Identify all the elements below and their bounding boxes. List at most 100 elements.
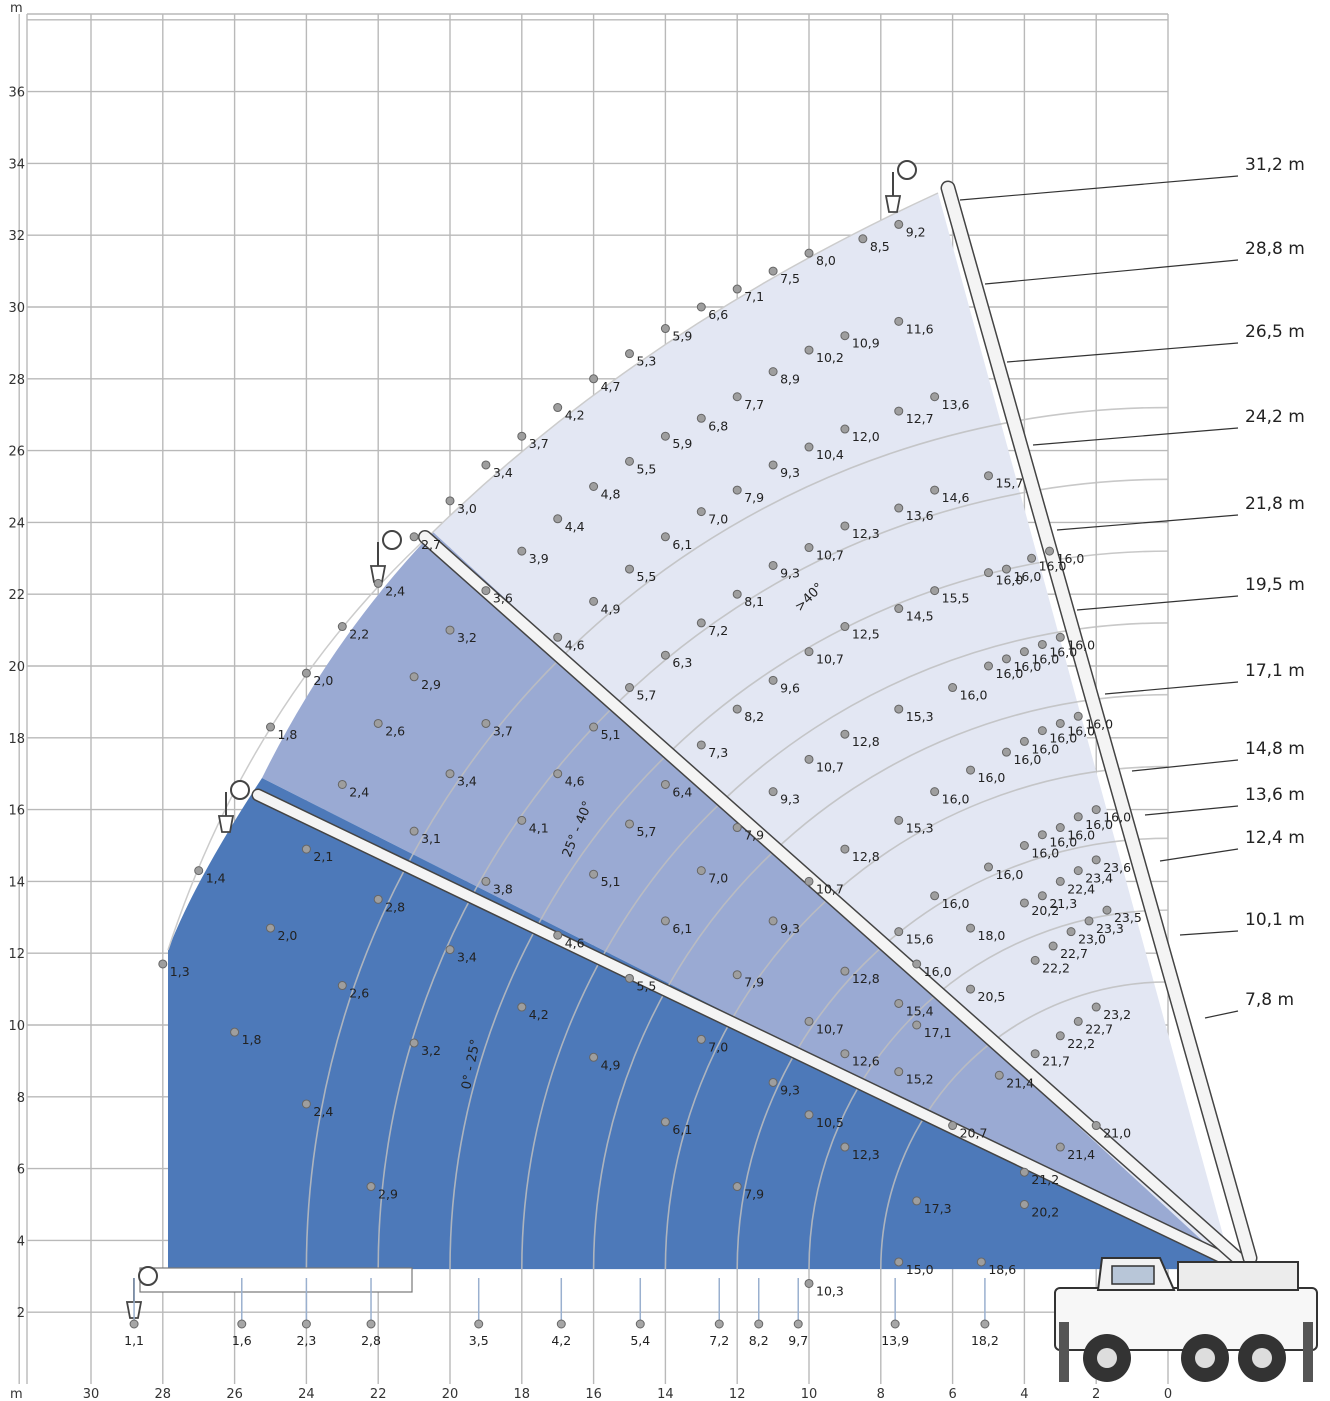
capacity-point — [912, 1020, 922, 1030]
capacity-point — [732, 970, 742, 980]
y-tick-label: 10 — [8, 1019, 25, 1034]
capacity-label: 8,1 — [744, 594, 764, 609]
capacity-label: 4,1 — [529, 820, 549, 835]
x-unit-label: m — [10, 1387, 23, 1401]
ground-capacity-label: 2,3 — [296, 1333, 316, 1348]
capacity-label: 15,4 — [906, 1003, 934, 1018]
capacity-point — [553, 769, 563, 779]
capacity-label: 23,2 — [1103, 1007, 1131, 1022]
capacity-label: 5,1 — [601, 727, 621, 742]
ground-capacity-label: 1,1 — [124, 1333, 144, 1348]
capacity-point — [1037, 639, 1047, 649]
ground-capacity-point — [714, 1319, 724, 1329]
boom-length-leader — [959, 175, 1239, 201]
radius-arc — [880, 981, 1169, 1270]
capacity-point — [1102, 905, 1112, 915]
capacity-label: 17,1 — [924, 1025, 952, 1040]
capacity-point — [301, 1099, 311, 1109]
capacity-point — [696, 507, 706, 517]
ground-capacity-point — [237, 1319, 247, 1329]
capacity-label: 8,5 — [870, 239, 890, 254]
capacity-point — [804, 1016, 814, 1026]
capacity-point — [589, 374, 599, 384]
capacity-point — [1073, 711, 1083, 721]
capacity-label: 21,3 — [1049, 896, 1077, 911]
boom-head — [897, 160, 917, 180]
capacity-label: 2,2 — [349, 627, 369, 642]
capacity-label: 16,0 — [1049, 644, 1077, 659]
capacity-point — [768, 916, 778, 926]
capacity-point — [1066, 927, 1076, 937]
capacity-label: 2,6 — [385, 723, 405, 738]
capacity-label: 2,9 — [421, 677, 441, 692]
capacity-point — [625, 819, 634, 829]
capacity-label: 20,7 — [960, 1126, 988, 1141]
y-tick-label: 36 — [8, 86, 25, 101]
y-tick-label: 4 — [17, 1234, 25, 1249]
capacity-label: 4,9 — [601, 1057, 621, 1072]
boom-length-label: 21,8 m — [1245, 494, 1305, 514]
capacity-label: 7,5 — [780, 271, 800, 286]
capacity-label: 21,4 — [1067, 1147, 1095, 1162]
capacity-point — [894, 604, 904, 614]
capacity-label: 10,2 — [816, 350, 844, 365]
capacity-label: 3,8 — [493, 881, 513, 896]
capacity-label: 3,0 — [457, 501, 477, 516]
x-tick-label: 4 — [1020, 1387, 1028, 1401]
x-tick-label: 14 — [657, 1387, 674, 1401]
capacity-label: 23,3 — [1096, 921, 1124, 936]
capacity-label: 12,3 — [852, 526, 880, 541]
capacity-label: 16,0 — [1013, 752, 1041, 767]
capacity-label: 16,0 — [1013, 569, 1041, 584]
capacity-label: 10,5 — [816, 1115, 844, 1130]
radius-arc — [592, 693, 1169, 1270]
range-area-0-25 — [168, 778, 1232, 1270]
capacity-points: 9,28,58,07,57,16,65,95,34,74,23,73,43,02… — [158, 219, 1142, 1298]
capacity-label: 1,3 — [170, 964, 190, 979]
capacity-label: 16,0 — [1049, 731, 1077, 746]
capacity-label: 7,9 — [744, 828, 764, 843]
capacity-label: 2,4 — [349, 784, 369, 799]
x-tick-label: 12 — [729, 1387, 746, 1401]
capacity-point — [894, 1067, 904, 1077]
capacity-point — [804, 754, 814, 764]
radius-arc — [449, 550, 1169, 1270]
capacity-label: 2,6 — [349, 986, 369, 1001]
capacity-point — [1091, 1002, 1101, 1012]
capacity-label: 7,1 — [744, 289, 764, 304]
capacity-label: 2,7 — [421, 537, 441, 552]
crane-vehicle — [1054, 1257, 1318, 1382]
boom-length-label: 13,6 m — [1245, 785, 1305, 805]
radius-arc — [521, 622, 1169, 1270]
capacity-point — [840, 729, 850, 739]
capacity-label: 21,4 — [1006, 1075, 1034, 1090]
x-tick-label: 2 — [1092, 1387, 1100, 1401]
capacity-label: 2,1 — [313, 849, 333, 864]
capacity-point — [858, 234, 868, 244]
capacity-label: 16,0 — [1067, 828, 1095, 843]
capacity-point — [660, 431, 670, 441]
capacity-point — [409, 672, 419, 682]
capacity-point — [732, 1182, 742, 1192]
capacity-label: 16,0 — [942, 792, 970, 807]
ground-capacity-point — [474, 1319, 484, 1329]
capacity-label: 6,3 — [672, 655, 692, 670]
capacity-label: 4,9 — [601, 601, 621, 616]
capacity-point — [625, 973, 634, 983]
capacity-point — [373, 578, 383, 588]
capacity-label: 16,0 — [1103, 810, 1131, 825]
radius-arc — [736, 837, 1169, 1270]
y-tick-label: 22 — [8, 588, 25, 603]
capacity-point — [732, 284, 742, 294]
capacity-label: 3,4 — [457, 774, 477, 789]
capacity-label: 10,7 — [816, 548, 844, 563]
capacity-label: 15,2 — [906, 1072, 934, 1087]
capacity-point — [804, 442, 814, 452]
capacity-point — [732, 392, 742, 402]
capacity-label: 23,6 — [1103, 860, 1131, 875]
capacity-point — [912, 959, 922, 969]
capacity-point — [732, 589, 742, 599]
capacity-point — [1091, 855, 1101, 865]
boom-length-label: 10,1 m — [1245, 910, 1305, 930]
wheel-hub — [1252, 1348, 1272, 1368]
